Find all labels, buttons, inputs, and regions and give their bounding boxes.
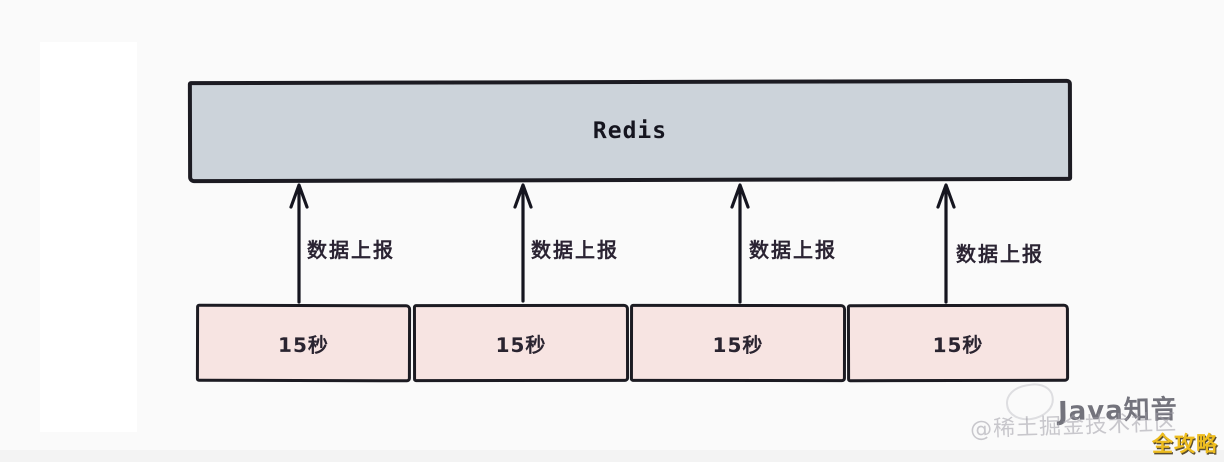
time-slot-2: 15秒 (412, 303, 630, 383)
up-arrow-2 (513, 183, 533, 303)
up-arrow-4 (936, 183, 956, 304)
bottom-edge-strip (0, 450, 1224, 462)
arrow-label-upload-2: 数据上报 (531, 238, 619, 262)
time-slot-label: 15秒 (278, 332, 329, 357)
time-slot-label: 15秒 (712, 332, 764, 357)
arrow-label-upload-4: 数据上报 (956, 242, 1044, 266)
time-slot-label: 15秒 (932, 332, 984, 357)
up-arrow-3 (730, 183, 750, 304)
time-slot-4: 15秒 (846, 303, 1070, 383)
watermark-badge: 全攻略 (1152, 432, 1218, 456)
up-arrow-1 (289, 183, 309, 304)
background-strip (40, 42, 137, 432)
time-slot-3: 15秒 (629, 303, 847, 383)
time-slot-1: 15秒 (195, 303, 412, 383)
arrow-label-upload-1: 数据上报 (307, 238, 395, 262)
time-slot-label: 15秒 (495, 332, 547, 357)
arrow-label-upload-3: 数据上报 (749, 238, 837, 262)
